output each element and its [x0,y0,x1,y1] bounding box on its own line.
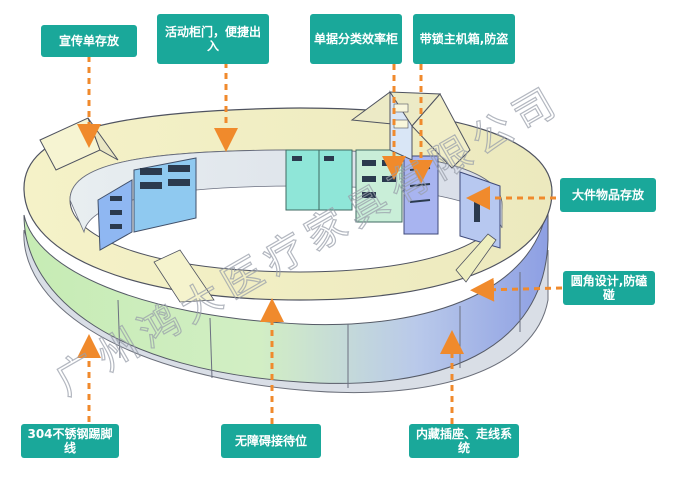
callout-flyer-storage-label: 宣传单存放 [58,34,119,48]
callout-arrows [77,56,563,424]
front-panel-seams [117,272,521,388]
callout-movable-door-label: 活动柜门，便捷出入 [164,25,261,53]
desk-front-panel [23,199,549,384]
callout-document-sorting: 单据分类效率柜 [310,14,402,64]
callout-large-items: 大件物品存放 [560,178,656,212]
callout-accessible-reception-label: 无障碍接待位 [234,434,307,448]
counter-top-strip [153,249,215,303]
callout-lockable-host: 带锁主机箱,防盗 [413,14,515,64]
callout-steel-kick-label: 304不锈钢踢脚线 [27,427,113,455]
left-cabinets [97,157,197,251]
callout-rounded-corner-label: 圆角设计,防磕碰 [570,274,648,302]
callout-hidden-sockets-label: 内藏插座、走线系统 [415,427,512,455]
callout-accessible-reception: 无障碍接待位 [221,424,321,458]
callout-rounded-corner: 圆角设计,防磕碰 [563,271,655,305]
callout-hidden-sockets: 内藏插座、走线系统 [409,424,519,458]
callout-lockable-host-label: 带锁主机箱,防盗 [419,32,509,46]
callout-large-items-label: 大件物品存放 [571,188,644,202]
callout-flyer-storage: 宣传单存放 [41,25,137,57]
rounded-corner-piece [455,233,497,283]
callout-document-sorting-label: 单据分类效率柜 [314,32,399,46]
callout-steel-kick: 304不锈钢踢脚线 [21,424,119,458]
callout-movable-door: 活动柜门，便捷出入 [157,14,269,64]
right-cabinet [459,171,501,249]
